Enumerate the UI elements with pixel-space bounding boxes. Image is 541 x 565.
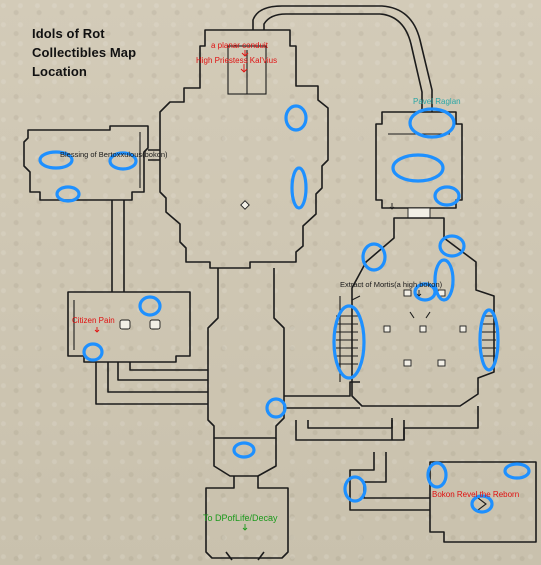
wall-central-middle — [207, 268, 285, 439]
map-title-line1: Idols of Rot — [32, 26, 105, 41]
wall-left-mid-room — [67, 291, 191, 363]
collectible-marker[interactable] — [138, 295, 162, 317]
label-blessing: Blessing of Bertoxxulous(bokon) — [60, 150, 168, 159]
collectible-markers — [38, 104, 531, 514]
map-title-line3: Location — [32, 64, 87, 79]
collectible-marker[interactable] — [38, 150, 74, 170]
wall-bottom-room — [205, 476, 289, 559]
wall-central-hall — [159, 29, 329, 269]
wall-bottom-right-room — [429, 461, 537, 543]
wall-junction — [213, 438, 277, 477]
pillar-mark — [383, 325, 391, 333]
label-extract-of-mortis: Extract of Mortis(a high bokon) — [340, 280, 443, 289]
pillar-mark — [437, 359, 446, 367]
pillar-mark — [149, 319, 161, 330]
collectible-marker[interactable] — [438, 234, 466, 258]
collectible-marker[interactable] — [361, 242, 387, 272]
map-title-line2: Collectibles Map — [32, 45, 137, 60]
wall-top-loop-outer — [252, 5, 433, 112]
collectible-marker[interactable] — [290, 166, 308, 210]
collectible-marker[interactable] — [470, 494, 494, 514]
wall-right-big-room — [351, 217, 495, 407]
collectible-marker[interactable] — [426, 461, 448, 489]
collectible-marker[interactable] — [343, 475, 367, 503]
pillar-mark — [419, 325, 427, 333]
label-bokon-revel: Bokon Revel the Reborn — [432, 490, 520, 499]
pillar-mark — [459, 325, 467, 333]
label-high-priestess: High Priestess Kal'vius — [196, 56, 278, 65]
wall-top-loop-inner — [263, 13, 423, 112]
collectible-marker[interactable] — [284, 104, 308, 132]
collectible-marker[interactable] — [82, 342, 104, 362]
label-citizen-pain: Citizen Pain — [72, 316, 115, 325]
label-planar-conduit: a planar conduit — [211, 41, 268, 50]
collectible-marker[interactable] — [232, 441, 256, 459]
pillar-mark — [403, 359, 412, 367]
collectible-marker[interactable] — [332, 304, 366, 380]
wall-left-top-room — [23, 125, 149, 201]
collectible-marker[interactable] — [433, 258, 455, 302]
collectible-marker[interactable] — [503, 462, 531, 480]
pillar-mark — [119, 319, 131, 330]
collectible-marker[interactable] — [55, 185, 81, 203]
wall-left-corridor — [111, 200, 125, 292]
label-to-dp: To DPofLife/Decay — [203, 513, 278, 523]
pillar-mark — [403, 289, 412, 297]
label-pavel-raglan: Pavel Raglan — [413, 97, 461, 106]
collectible-marker[interactable] — [478, 308, 500, 372]
wall-right-top-room — [375, 111, 463, 209]
collectible-marker[interactable] — [413, 282, 437, 302]
collectible-marker[interactable] — [265, 397, 287, 419]
doorway — [407, 207, 431, 219]
collectible-marker[interactable] — [408, 107, 456, 139]
collectible-marker[interactable] — [433, 185, 461, 207]
wall-lower-left-corridor — [95, 362, 208, 405]
pillar-mark — [240, 200, 250, 210]
collectible-marker[interactable] — [391, 153, 445, 183]
collectible-marker[interactable] — [108, 151, 138, 171]
